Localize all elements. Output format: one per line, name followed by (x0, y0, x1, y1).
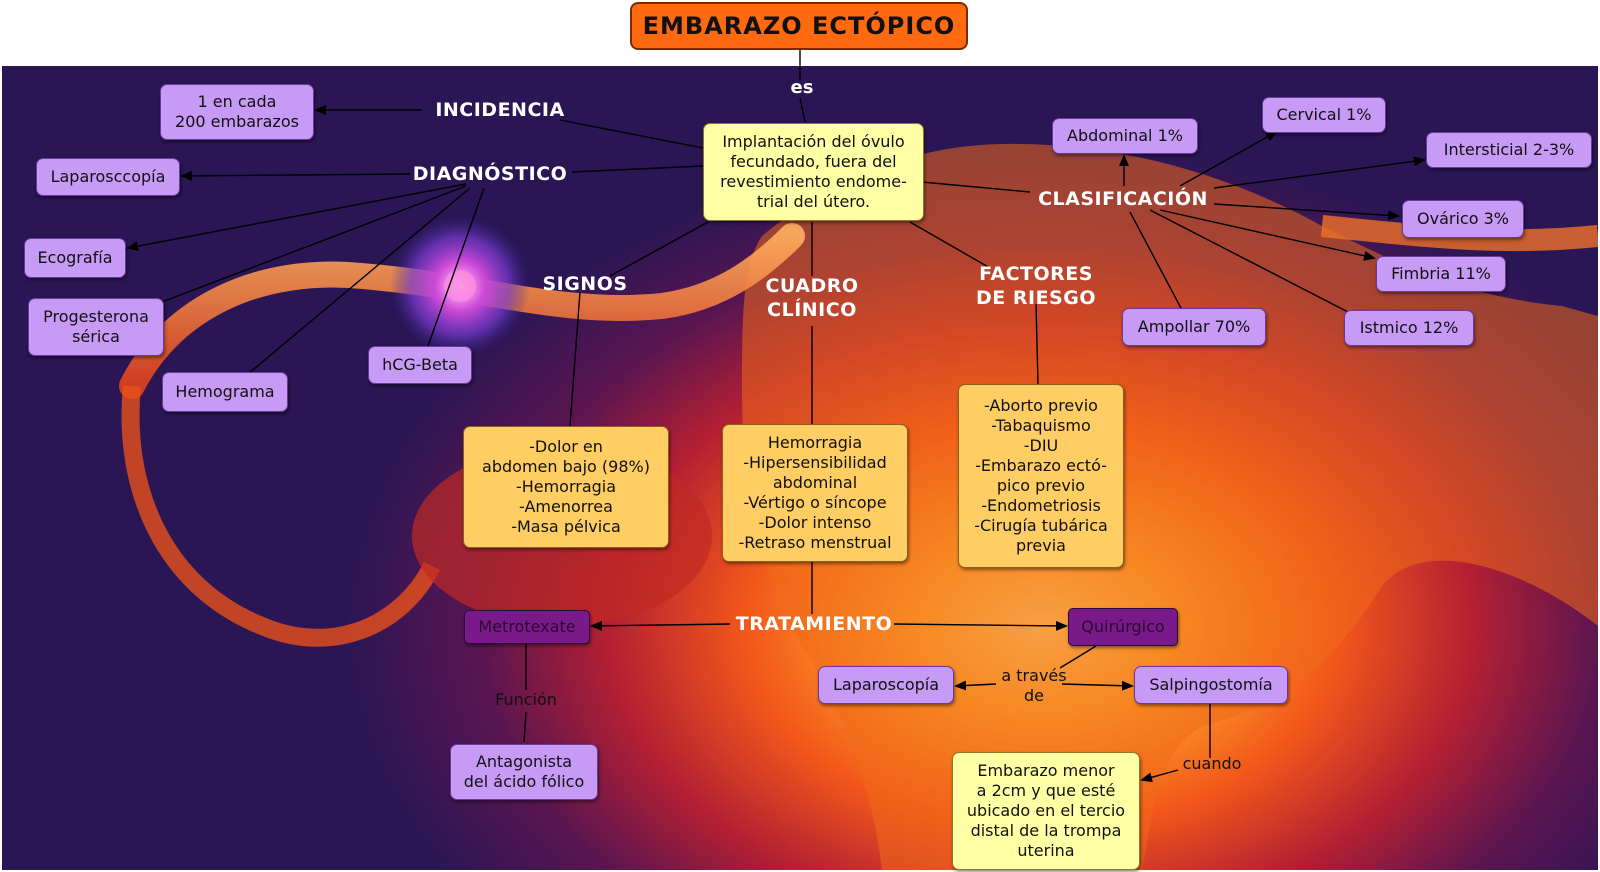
signos-text-node: -Dolor en abdomen bajo (98%) -Hemorragia… (463, 426, 669, 548)
definition-to-signos-line (609, 221, 709, 277)
clasificacion-label: CLASIFICACIÓN (1038, 188, 1208, 210)
factores-riesgo-label: FACTORES DE RIESGO (976, 263, 1096, 309)
cuadro-clinico-text-node: Hemorragia -Hipersensibilidad abdominal … (722, 424, 908, 562)
istmico-node: Istmico 12% (1344, 310, 1474, 346)
antagonista-node: Antagonista del ácido fólico (450, 744, 598, 800)
laparoscopia-treatment-node: Laparoscopía (818, 666, 954, 704)
ecografia-node: Ecografía (24, 238, 126, 278)
clasif-fimbria-arrow (1159, 209, 1376, 261)
trat-quirurgico-arrow (893, 620, 1068, 631)
diag-progesterona-line (161, 185, 467, 303)
map-title: EMBARAZO ECTÓPICO (630, 2, 968, 50)
incidencia-label: INCIDENCIA (435, 99, 565, 121)
clasif-ovarico-arrow (1213, 203, 1400, 221)
signos-to-text-line (569, 291, 581, 427)
tratamiento-label: TRATAMIENTO (735, 613, 893, 635)
diag-hcg-line (427, 187, 485, 347)
laparoscopia-diag-node: Laparosccopía (36, 158, 180, 196)
diag-ecografia-arrow (126, 183, 467, 252)
hcg-beta-node: hCG-Beta (368, 346, 472, 384)
incidencia-value-node: 1 en cada 200 embarazos (160, 84, 314, 140)
link-a-traves-de: a través de (1001, 666, 1067, 705)
diag-laparoscopia-arrow (180, 170, 411, 181)
definition-to-clasificacion-line (921, 181, 1031, 193)
quirurgico-node: Quirúrgico (1068, 608, 1178, 646)
link-cuando: cuando (1182, 754, 1242, 773)
quirurgico-to-atraves-line (1059, 645, 1097, 669)
atraves-salpingostomia-arrow (1061, 680, 1134, 691)
definition-to-diagnostico-line (571, 165, 704, 173)
link-funcion: Función (495, 690, 557, 709)
signos-label: SIGNOS (542, 273, 628, 295)
atraves-laparoscopia-arrow (954, 680, 997, 691)
definition-node: Implantación del óvulo fecundado, fuera … (703, 123, 924, 221)
cervical-node: Cervical 1% (1262, 97, 1386, 133)
definition-to-incidencia-line (559, 119, 704, 149)
clasif-istmico-line (1149, 209, 1349, 313)
cuadro-clinico-label: CUADRO CLÍNICO (765, 275, 859, 321)
link-es: es (790, 77, 814, 98)
cuando-arrow (1140, 769, 1179, 783)
definition-to-factores-line (909, 221, 991, 269)
abdominal-node: Abdominal 1% (1052, 118, 1198, 154)
hemograma-node: Hemograma (162, 372, 288, 412)
diag-hemograma-line (247, 187, 471, 375)
funcion-to-antagonista-line (523, 711, 527, 743)
metrotexate-node: Metrotexate (464, 610, 590, 644)
factores-riesgo-text-node: -Aborto previo -Tabaquismo -DIU -Embaraz… (958, 384, 1124, 568)
clasif-ampollar-line (1129, 211, 1183, 311)
fimbria-node: Fimbria 11% (1376, 256, 1506, 292)
diagnostico-label: DIAGNÓSTICO (412, 163, 568, 185)
ovarico-node: Ovárico 3% (1402, 200, 1524, 238)
embarazo-menor-node: Embarazo menor a 2cm y que esté ubicado … (952, 752, 1140, 870)
progesterona-node: Progesterona sérica (28, 298, 164, 356)
ampollar-node: Ampollar 70% (1122, 308, 1266, 346)
clasif-cervical-arrow (1179, 131, 1278, 187)
factores-to-text-line (1035, 303, 1039, 385)
trat-metrotexate-arrow (590, 620, 731, 631)
intersticial-node: Intersticial 2-3% (1426, 132, 1592, 168)
salpingostomia-node: Salpingostomía (1134, 666, 1288, 704)
clasif-intersticial-arrow (1213, 156, 1426, 189)
es-to-definition-line (799, 97, 806, 123)
